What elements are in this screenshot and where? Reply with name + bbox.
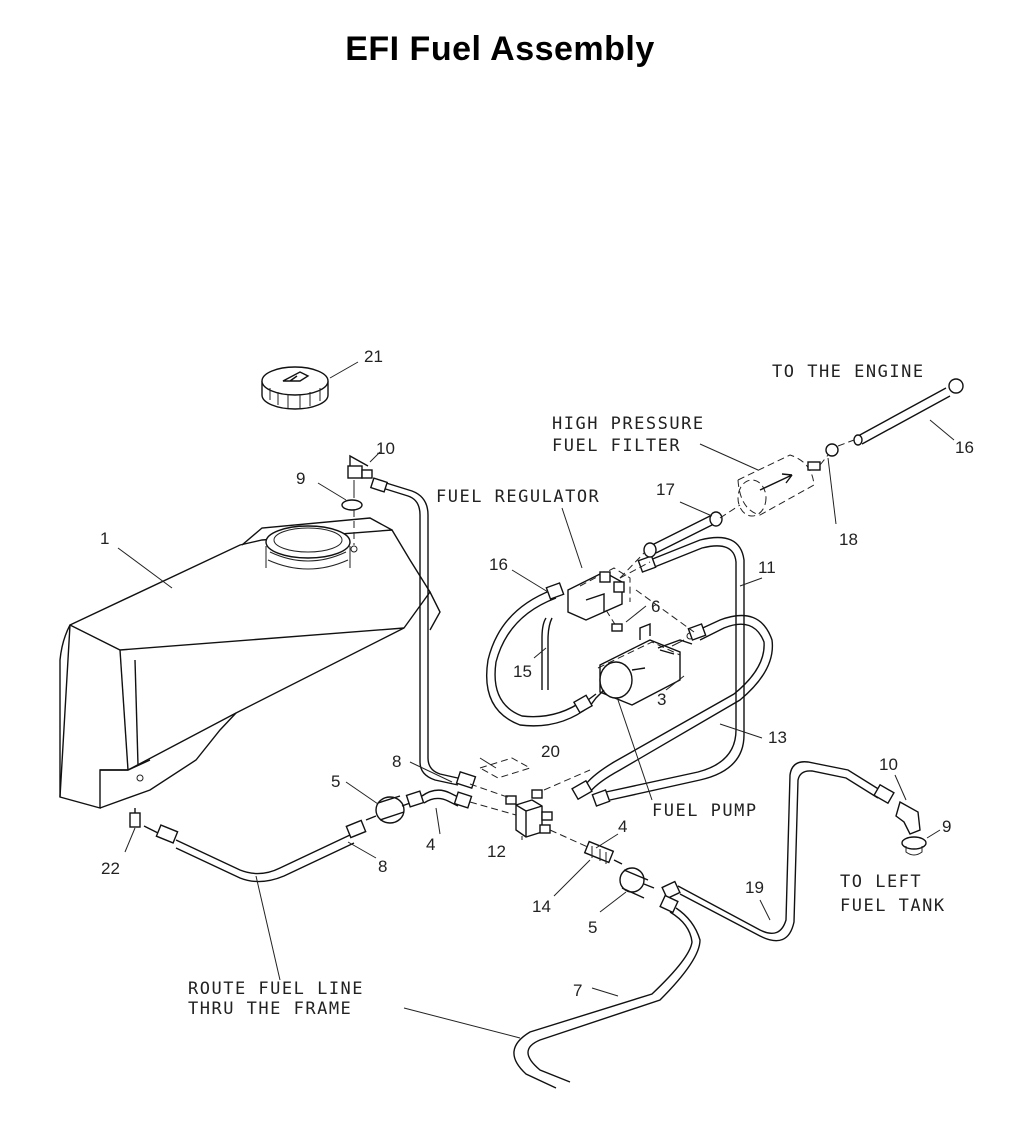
- callout-12: 12: [487, 842, 506, 861]
- callout-7: 7: [573, 981, 582, 1000]
- label-fuel-regulator: FUEL REGULATOR: [436, 487, 600, 507]
- label-left-tank-line2: FUEL TANK: [840, 896, 946, 916]
- label-hp-filter-line2: FUEL FILTER: [552, 436, 681, 456]
- label-fuel-pump: FUEL PUMP: [652, 801, 758, 821]
- callout-16-right: 16: [955, 438, 974, 457]
- tee-fitting: [505, 789, 553, 838]
- callout-22: 22: [101, 859, 120, 878]
- label-to-engine: TO THE ENGINE: [772, 362, 925, 382]
- callout-9-left: 9: [296, 469, 305, 488]
- callout-1: 1: [100, 529, 109, 548]
- callout-19: 19: [745, 878, 764, 897]
- callout-20: 20: [541, 742, 560, 761]
- inline-filter-left: [365, 795, 411, 824]
- callout-3: 3: [657, 690, 666, 709]
- leader-lines: [117, 419, 955, 1039]
- callout-15: 15: [513, 662, 532, 681]
- label-route-line2: THRU THE FRAME: [188, 999, 352, 1019]
- callout-4-left: 4: [426, 835, 435, 854]
- callout-18: 18: [839, 530, 858, 549]
- elbow-fitting-right: [895, 800, 927, 856]
- high-pressure-filter: [737, 454, 821, 517]
- page-title: EFI Fuel Assembly: [345, 30, 655, 68]
- callout-21: 21: [364, 347, 383, 366]
- callout-16-left: 16: [489, 555, 508, 574]
- callout-5-left: 5: [331, 772, 340, 791]
- callout-14: 14: [532, 897, 551, 916]
- label-route-line1: ROUTE FUEL LINE: [188, 979, 364, 999]
- fuel-cap: [261, 366, 329, 410]
- drain-fitting: [129, 808, 141, 828]
- inline-filter-right: [619, 867, 655, 899]
- callout-11: 11: [758, 558, 776, 577]
- fuel-pump: [579, 622, 693, 707]
- callout-4-right: 4: [618, 817, 627, 836]
- callout-9-right: 9: [942, 817, 951, 836]
- callout-6: 6: [651, 597, 660, 616]
- fuel-regulator: [567, 567, 631, 621]
- callout-8-upper: 8: [392, 752, 401, 771]
- callout-13: 13: [768, 728, 787, 747]
- callout-8-lower: 8: [378, 857, 387, 876]
- callout-5-right: 5: [588, 918, 597, 937]
- label-hp-filter-line1: HIGH PRESSURE: [552, 414, 705, 434]
- label-left-tank-line1: TO LEFT: [840, 872, 922, 892]
- callout-10-right: 10: [879, 755, 898, 774]
- callout-10-left: 10: [376, 439, 395, 458]
- elbow-fitting-left: [341, 454, 373, 553]
- fuel-tank: [59, 517, 441, 809]
- callout-17: 17: [656, 480, 675, 499]
